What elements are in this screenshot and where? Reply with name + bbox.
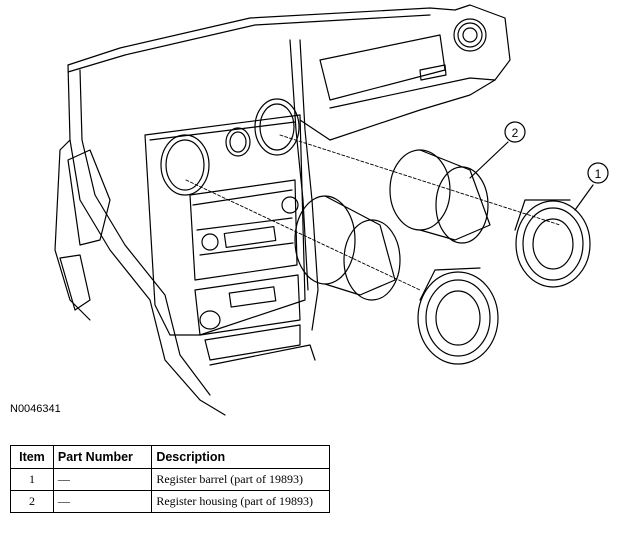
cell-item: 2 — [10, 490, 54, 513]
figure-id: N0046341 — [10, 403, 61, 415]
exploded-view-illustration: 2 1 — [54, 4, 609, 416]
column-header-part-number: Part Number — [52, 445, 153, 469]
callout-1: 1 — [595, 167, 602, 181]
callout-2: 2 — [512, 126, 519, 140]
column-header-item: Item — [10, 445, 54, 469]
cell-part-number: — — [52, 468, 153, 491]
cell-part-number: — — [52, 490, 153, 513]
parts-table: Item Part Number Description 1 — Registe… — [10, 445, 330, 513]
table-row: 1 — Register barrel (part of 19893) — [10, 468, 330, 491]
cell-description: Register barrel (part of 19893) — [151, 468, 330, 491]
table-row: 2 — Register housing (part of 19893) — [10, 490, 330, 513]
table-header-row: Item Part Number Description — [10, 445, 330, 469]
column-header-description: Description — [151, 445, 330, 469]
cell-item: 1 — [10, 468, 54, 491]
cell-description: Register housing (part of 19893) — [151, 490, 330, 513]
